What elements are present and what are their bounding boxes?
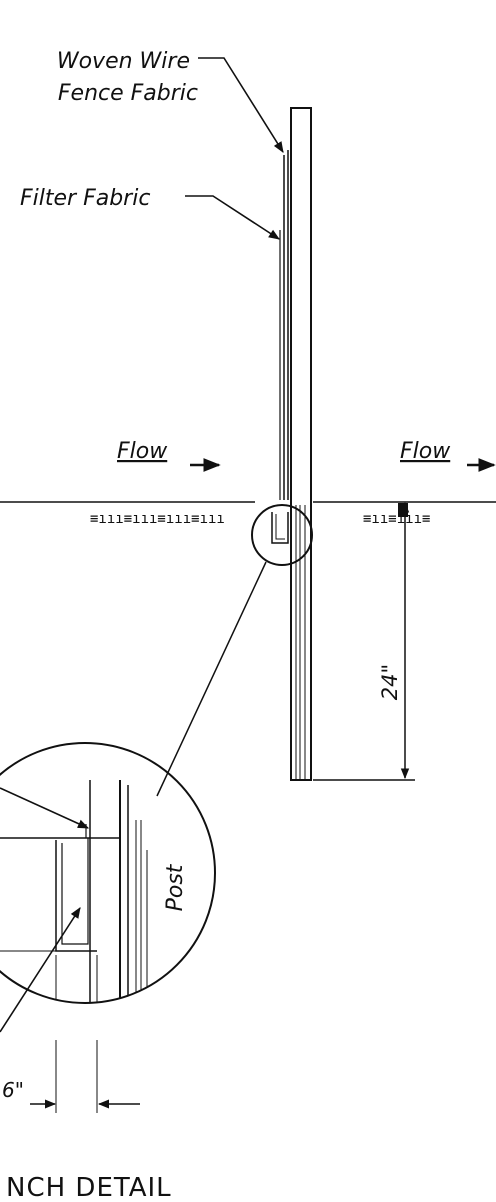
ground-hatch-right: ≡ıı≡ııı≡ bbox=[363, 511, 430, 527]
trench-dim-label: 6" bbox=[2, 1078, 24, 1102]
detail-enlarged bbox=[0, 742, 216, 1033]
woven-wire-label-line1: Woven Wire bbox=[57, 49, 190, 74]
post-main bbox=[290, 107, 312, 781]
flow-right-label: Flow bbox=[400, 439, 451, 464]
detail-callout-circle bbox=[251, 504, 313, 780]
depth-dim-label: 24" bbox=[378, 664, 402, 700]
filter-fabric-label: Filter Fabric bbox=[20, 186, 150, 211]
woven-wire-leader bbox=[198, 57, 284, 153]
ground-hatch-left: ≡ııı≡ııı≡ııı≡ııı bbox=[90, 511, 225, 527]
post-label: Post bbox=[163, 863, 188, 911]
ground-line-left: ≡ııı≡ııı≡ııı≡ııı bbox=[0, 501, 255, 527]
fabric-layers bbox=[279, 150, 289, 500]
detail-leader-line bbox=[156, 561, 267, 797]
filter-fabric-leader bbox=[185, 195, 280, 240]
detail-title: NCH DETAIL bbox=[6, 1173, 172, 1202]
woven-wire-label-line2: Fence Fabric bbox=[58, 81, 198, 106]
flow-left-label: Flow bbox=[117, 439, 168, 464]
depth-dimension bbox=[313, 501, 415, 781]
trench-width-dimension bbox=[30, 1040, 140, 1113]
